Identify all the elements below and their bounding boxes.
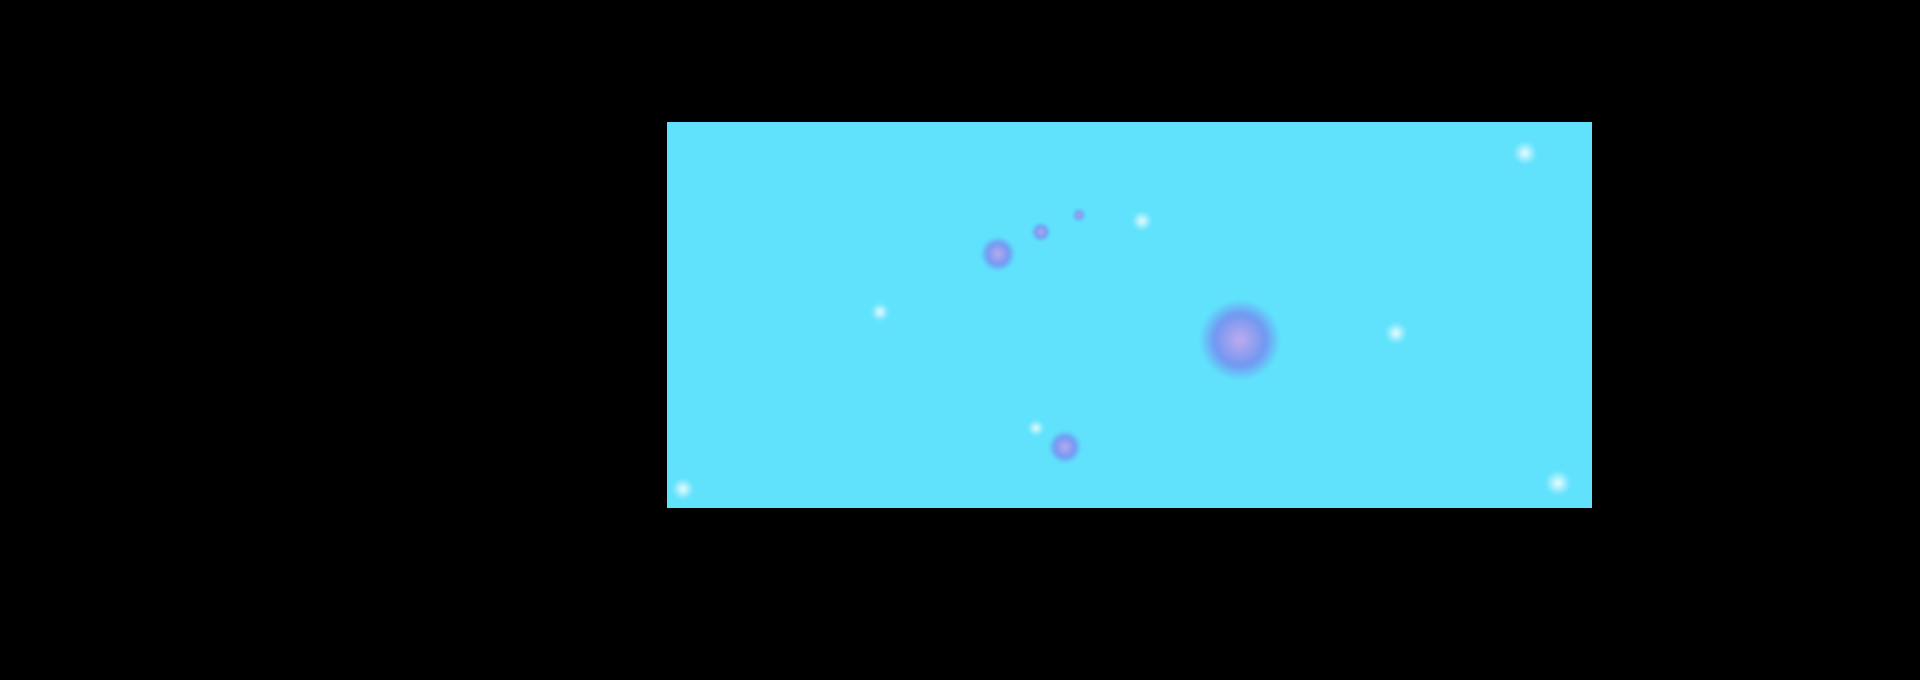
white-bubble[interactable]: [1384, 321, 1408, 345]
white-bubble[interactable]: [870, 302, 890, 322]
white-bubble[interactable]: [1512, 140, 1538, 166]
purple-bubble[interactable]: [1032, 223, 1050, 241]
purple-bubble[interactable]: [981, 237, 1015, 271]
white-bubble[interactable]: [1131, 210, 1153, 232]
white-bubble[interactable]: [671, 477, 695, 501]
purple-bubble[interactable]: [1049, 431, 1081, 463]
game-canvas[interactable]: [667, 122, 1592, 508]
white-bubble[interactable]: [1027, 419, 1045, 437]
purple-bubble[interactable]: [1073, 209, 1085, 221]
white-bubble[interactable]: [1544, 469, 1572, 497]
purple-bubble[interactable]: [1200, 300, 1280, 380]
